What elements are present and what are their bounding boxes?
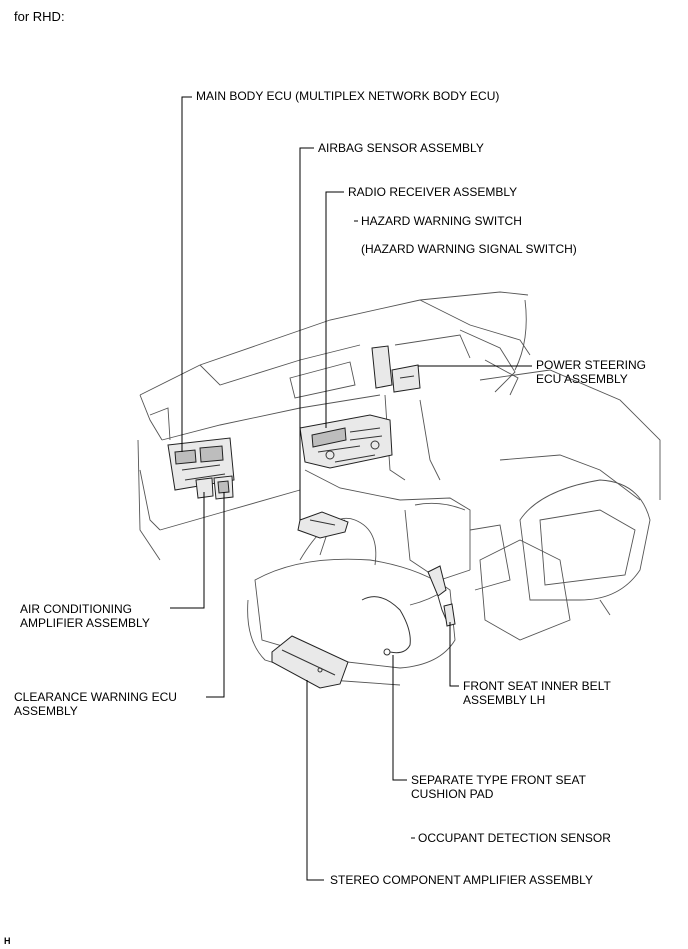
stereo-amplifier-part: [271, 635, 349, 689]
label-inner-belt-line1: FRONT SEAT INNER BELT: [463, 679, 611, 693]
airbag-sensor-part: [297, 511, 349, 539]
clearance-ecu-part: [213, 475, 234, 500]
label-ac-amplifier-line2: AMPLIFIER ASSEMBLY: [20, 616, 150, 630]
label-cushion-pad-line2: CUSHION PAD: [411, 787, 494, 801]
label-airbag-sensor: AIRBAG SENSOR ASSEMBLY: [318, 141, 484, 155]
label-hazard-signal-switch: (HAZARD WARNING SIGNAL SWITCH): [361, 242, 577, 256]
inner-belt-part: [427, 565, 456, 627]
ac-amplifier-part: [195, 477, 214, 499]
label-clearance-ecu-line1: CLEARANCE WARNING ECU: [14, 690, 177, 704]
label-inner-belt-line2: ASSEMBLY LH: [463, 693, 546, 707]
label-radio-receiver: RADIO RECEIVER ASSEMBLY: [348, 185, 518, 199]
figure-code: H: [4, 936, 11, 946]
dashboard-outline: [137, 291, 661, 561]
label-power-steering-line1: POWER STEERING: [536, 358, 647, 372]
label-clearance-ecu-line2: ASSEMBLY: [14, 704, 78, 718]
label-cushion-pad-line1: SEPARATE TYPE FRONT SEAT: [411, 773, 586, 787]
label-main-body-ecu: MAIN BODY ECU (MULTIPLEX NETWORK BODY EC…: [196, 89, 500, 103]
label-hazard-switch: HAZARD WARNING SWITCH: [361, 214, 522, 228]
label-stereo-amplifier: STEREO COMPONENT AMPLIFIER ASSEMBLY: [330, 873, 593, 887]
label-ac-amplifier-line1: AIR CONDITIONING: [20, 602, 133, 616]
right-seat: [479, 479, 651, 641]
cushion-pad-part: [361, 596, 411, 656]
main-body-ecu-part: [167, 437, 235, 491]
page-header: for RHD:: [14, 9, 65, 24]
label-occupant-sensor: OCCUPANT DETECTION SENSOR: [418, 831, 611, 845]
radio-receiver-part: [299, 414, 393, 469]
center-console: [399, 497, 511, 591]
power-steering-ecu-part: [371, 345, 421, 393]
leader-lines: [170, 96, 532, 881]
label-power-steering-line2: ECU ASSEMBLY: [536, 372, 628, 386]
